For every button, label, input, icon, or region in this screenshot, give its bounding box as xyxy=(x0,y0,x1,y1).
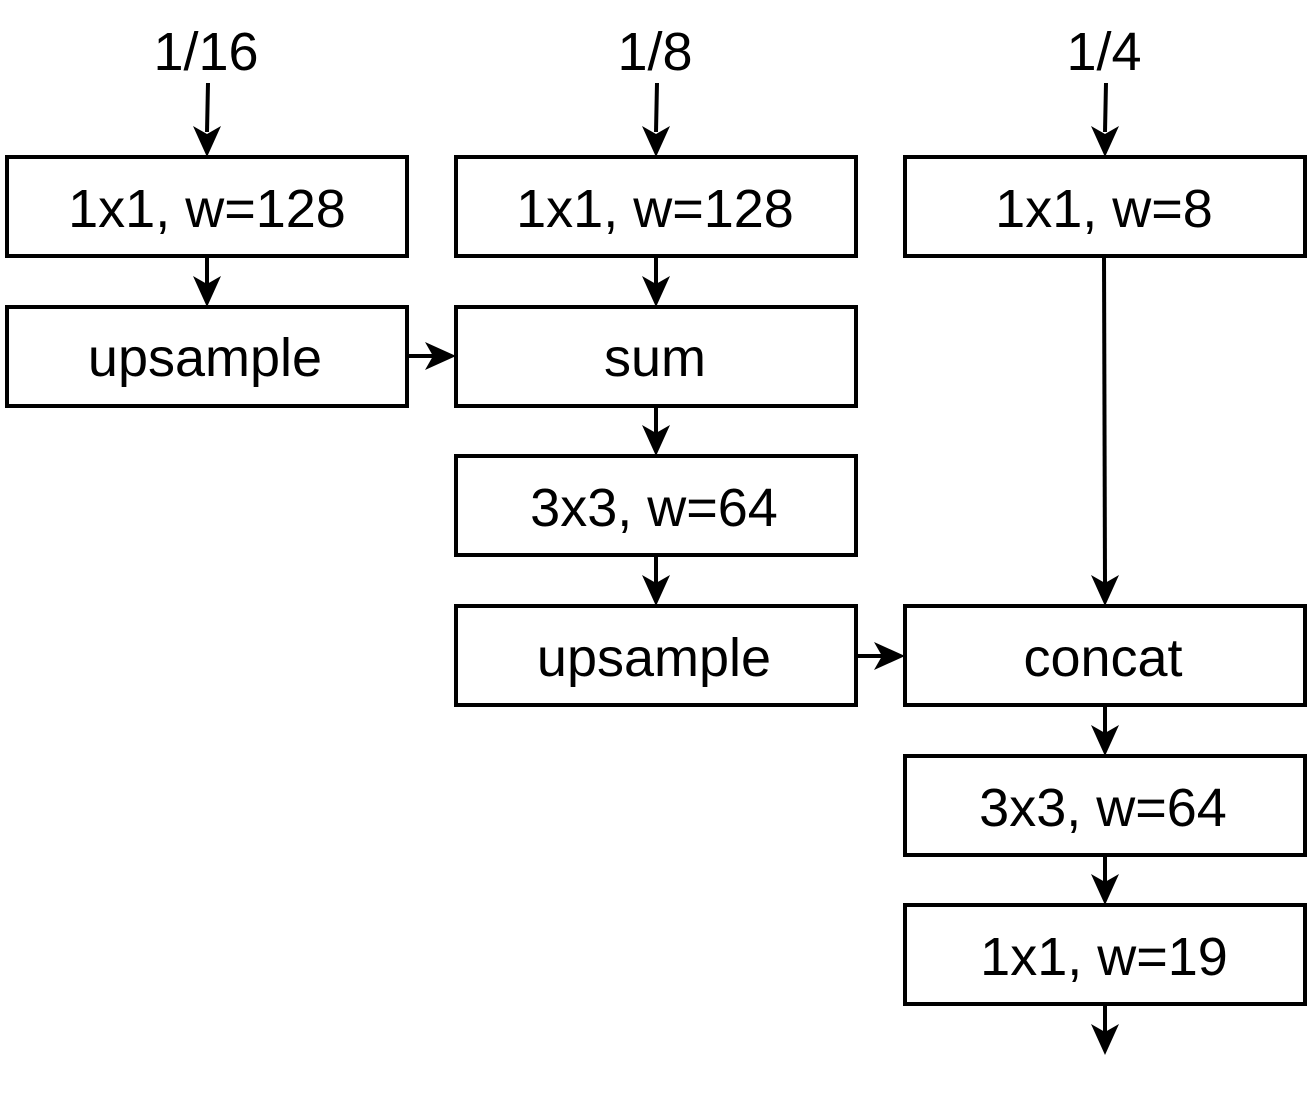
node-label: 3x3, w=64 xyxy=(530,478,778,538)
node-label: upsample xyxy=(537,628,771,688)
edge-concat-to-conv3x3 xyxy=(1091,705,1119,756)
node-label: 3x3, w=64 xyxy=(979,778,1227,838)
node-label: 1x1, w=19 xyxy=(980,927,1228,987)
node-col3-conv1x1: 1x1, w=8 xyxy=(903,155,1307,258)
edge-col2-conv-to-sum xyxy=(642,256,670,307)
node-label: upsample xyxy=(88,328,322,388)
node-label: sum xyxy=(604,328,706,388)
edge-output xyxy=(1091,1004,1119,1055)
input-label-1-16: 1/16 xyxy=(153,22,258,82)
node-col2-conv1x1: 1x1, w=128 xyxy=(454,155,858,258)
edge-conv3x3-to-output-conv xyxy=(1091,855,1119,905)
edge-input8-to-col2-conv xyxy=(642,82,670,157)
edge-col2-upsample-to-concat xyxy=(856,642,905,670)
edge-input4-to-col3-conv xyxy=(1091,82,1119,157)
node-col3-output-conv1x1: 1x1, w=19 xyxy=(903,903,1307,1006)
node-col3-concat: concat xyxy=(903,604,1307,707)
edge-input16-to-col1-conv xyxy=(193,82,221,157)
node-col2-upsample: upsample xyxy=(454,604,858,707)
node-col2-sum: sum xyxy=(454,305,858,408)
edge-conv3x3-to-upsample xyxy=(642,555,670,606)
node-label: 1x1, w=128 xyxy=(68,179,346,239)
edge-col1-conv-to-upsample xyxy=(193,256,221,307)
edge-col3-conv-to-concat xyxy=(1091,255,1119,606)
edge-sum-to-conv3x3 xyxy=(642,406,670,456)
node-label: 1x1, w=8 xyxy=(995,179,1213,239)
node-col2-conv3x3: 3x3, w=64 xyxy=(454,454,858,557)
edge-col1-upsample-to-sum xyxy=(407,342,456,370)
node-col3-conv3x3: 3x3, w=64 xyxy=(903,754,1307,857)
input-label-1-8: 1/8 xyxy=(617,22,692,82)
input-label-1-4: 1/4 xyxy=(1066,22,1141,82)
node-label: 1x1, w=128 xyxy=(516,179,794,239)
node-col1-upsample: upsample xyxy=(5,305,409,408)
node-label: concat xyxy=(1023,628,1182,688)
node-col1-conv1x1: 1x1, w=128 xyxy=(5,155,409,258)
